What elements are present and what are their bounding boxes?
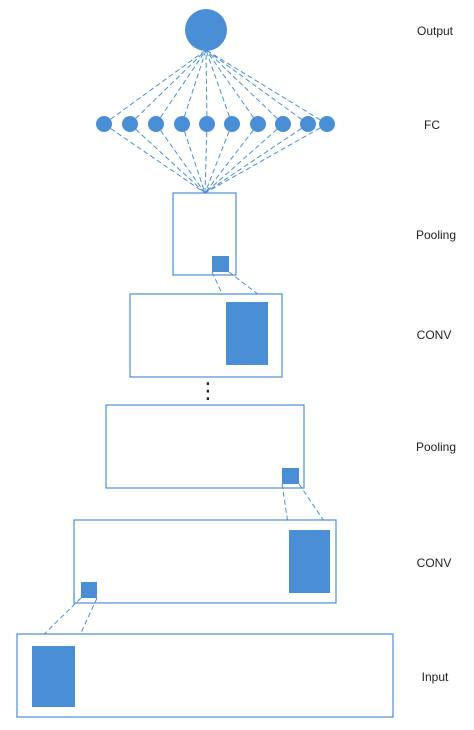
conv-bottom-filter — [81, 582, 97, 598]
label-pooling-top: Pooling — [415, 228, 457, 242]
fc-nodes — [96, 116, 335, 132]
ellipsis-dots: ⋮ — [197, 379, 219, 404]
label-pooling-bottom: Pooling — [415, 440, 457, 454]
pooling-top-filter — [212, 256, 229, 272]
label-input: Input — [421, 670, 449, 684]
fc-node — [224, 116, 240, 132]
fc-node — [199, 116, 215, 132]
fc-node — [122, 116, 138, 132]
fc-to-output-line — [205, 49, 233, 125]
fc-node — [96, 116, 112, 132]
fc-node — [300, 116, 316, 132]
label-output: Output — [416, 24, 454, 38]
fc-to-pooling-line — [181, 123, 206, 194]
fc-to-pooling-line — [129, 123, 206, 194]
fc-to-pooling-line — [204, 123, 328, 194]
fc-to-pooling-line — [155, 123, 206, 194]
fc-to-output-line — [155, 49, 207, 125]
pooling-bottom-box — [105, 404, 305, 489]
fc-to-pooling-line — [204, 123, 259, 194]
label-conv-bottom: CONV — [416, 556, 452, 570]
fc-node — [174, 116, 190, 132]
pooling-bottom-filter — [282, 468, 299, 484]
fc-to-output-line — [205, 49, 208, 125]
label-fc: FC — [424, 118, 440, 132]
fc-to-pooling-line — [103, 123, 206, 194]
fc-to-output-line — [205, 49, 328, 125]
fc-to-pooling-line — [204, 123, 233, 194]
fc-to-pooling-line — [204, 123, 284, 194]
conv-top-feature-map — [226, 302, 268, 365]
conv-bottom-feature-map — [289, 530, 330, 593]
pooling-top-box — [172, 192, 237, 276]
fc-to-output-line — [205, 49, 284, 125]
fc-to-pooling-line — [204, 123, 309, 194]
fc-to-output-line — [181, 49, 207, 125]
fc-node — [148, 116, 164, 132]
fc-to-pooling-line — [204, 123, 208, 194]
fc-connection-lines — [103, 49, 328, 194]
label-conv-top: CONV — [416, 328, 452, 342]
fc-to-output-line — [103, 49, 207, 125]
fc-node — [250, 116, 266, 132]
input-box — [16, 633, 394, 718]
fc-to-output-line — [205, 49, 259, 125]
pooling-bottom-projection-lines — [281, 483, 331, 531]
fc-node — [319, 116, 335, 132]
fc-to-output-line — [205, 49, 309, 125]
output-node — [185, 9, 227, 51]
input-receptive-field — [32, 646, 75, 707]
fc-node — [275, 116, 291, 132]
fc-to-output-line — [129, 49, 207, 125]
